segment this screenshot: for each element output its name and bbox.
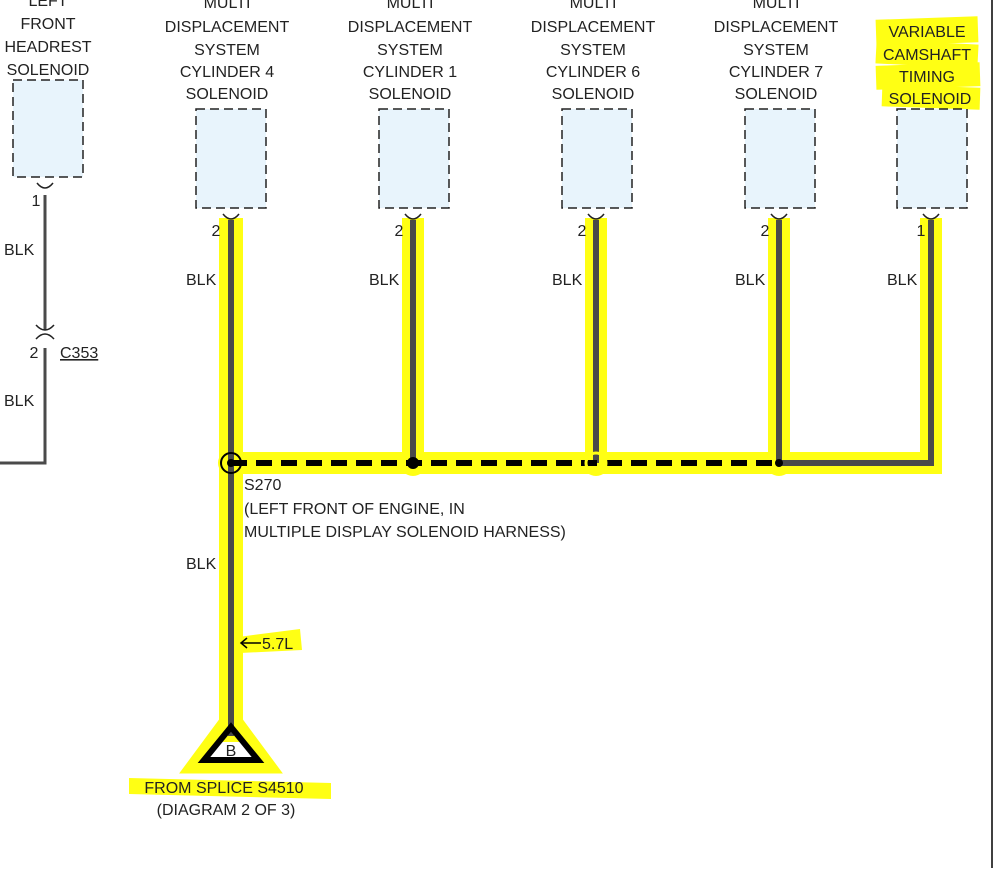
splice-dot[interactable] (227, 459, 235, 467)
highlight-drop-c5 (779, 218, 942, 474)
pin-number: 2 (578, 223, 587, 240)
component-box[interactable] (195, 108, 267, 209)
wire-color-label: BLK (186, 556, 217, 573)
pin-number: 1 (917, 223, 926, 240)
terminal-icon (770, 213, 788, 220)
component-c1[interactable]: MULTI DISPLACEMENT SYSTEM CYLINDER 4 SOL… (165, 0, 290, 289)
offpage-triangle-icon[interactable] (197, 722, 265, 763)
splice-label-line: MULTIPLE DISPLAY SOLENOID HARNESS) (244, 524, 566, 541)
component-c2[interactable]: MULTI DISPLACEMENT SYSTEM CYLINDER 1 SOL… (348, 0, 473, 289)
component-label-line: CAMSHAFT (883, 47, 971, 64)
highlight-label (875, 62, 981, 90)
component-c3[interactable]: MULTI DISPLACEMENT SYSTEM CYLINDER 6 SOL… (531, 0, 656, 289)
component-label-line: MULTI (753, 0, 800, 12)
connector-pin-number: 2 (30, 345, 39, 362)
wire-color-label: BLK (4, 242, 35, 259)
highlight-offpage-label (129, 778, 331, 799)
component-label-line: CYLINDER 6 (546, 64, 640, 81)
pin-number: 2 (395, 223, 404, 240)
component-c0[interactable]: LEFT FRONT HEADREST SOLENOID 1 BLK (4, 0, 92, 259)
component-box[interactable] (561, 108, 633, 209)
component-box[interactable] (378, 108, 450, 209)
component-label-line: VARIABLE (888, 24, 965, 41)
component-label-line: SYSTEM (194, 42, 260, 59)
connector-name[interactable]: C353 (60, 345, 98, 362)
component-label-line: MULTI (570, 0, 617, 12)
pin-number: 2 (761, 223, 770, 240)
wire-headrest-lower[interactable] (0, 348, 47, 465)
component-label-line: SYSTEM (743, 42, 809, 59)
component-label-line: SOLENOID (889, 91, 972, 108)
splice-s270-label: S270 (LEFT FRONT OF ENGINE, IN MULTIPLE … (244, 477, 566, 541)
wire-layer (0, 195, 934, 736)
component-c4[interactable]: MULTI DISPLACEMENT SYSTEM CYLINDER 7 SOL… (714, 0, 839, 289)
wire-color-label: BLK (735, 272, 766, 289)
junction-ring (584, 451, 608, 475)
component-label-line: HEADREST (4, 39, 91, 56)
offpage-letter: B (226, 743, 237, 760)
pin-number: 1 (32, 193, 41, 210)
component-label-line: SYSTEM (560, 42, 626, 59)
offpage-connector[interactable]: B FROM SPLICE S4510 (DIAGRAM 2 OF 3) (144, 722, 304, 819)
junction-dot[interactable] (407, 457, 419, 469)
connector-terminal-icon (35, 333, 55, 340)
pin-number: 2 (212, 223, 221, 240)
splice-label-line: (LEFT FRONT OF ENGINE, IN (244, 501, 465, 518)
wire-color-label: BLK (887, 272, 918, 289)
component-label-line: DISPLACEMENT (165, 19, 290, 36)
wire-color-label: BLK (552, 272, 583, 289)
highlight-label (875, 16, 979, 46)
terminal-icon (587, 213, 605, 220)
component-label-line: CYLINDER 4 (180, 64, 274, 81)
terminal-icon (222, 213, 240, 220)
offpage-label-line[interactable]: FROM SPLICE S4510 (144, 780, 303, 797)
terminal-icon (36, 182, 54, 189)
component-label-line: MULTI (204, 0, 251, 12)
component-label-line: DISPLACEMENT (531, 19, 656, 36)
terminal-icon (404, 213, 422, 220)
component-c5[interactable]: VARIABLE CAMSHAFT TIMING SOLENOID 1 BLK (883, 24, 971, 289)
component-box[interactable] (12, 79, 84, 178)
component-label-line: TIMING (899, 69, 955, 86)
component-label-line: SOLENOID (369, 86, 452, 103)
component-label-line: SOLENOID (552, 86, 635, 103)
highlight-label (875, 39, 979, 69)
component-label-line: CYLINDER 7 (729, 64, 823, 81)
offpage-label-line: (DIAGRAM 2 OF 3) (157, 802, 296, 819)
component-label-line: MULTI (387, 0, 434, 12)
component-box[interactable] (744, 108, 816, 209)
component-label-line: SOLENOID (735, 86, 818, 103)
component-label-line: CYLINDER 1 (363, 64, 457, 81)
wire-color-label: BLK (186, 272, 217, 289)
component-label-line: SOLENOID (186, 86, 269, 103)
component-label-line: SYSTEM (377, 42, 443, 59)
component-label-line: DISPLACEMENT (714, 19, 839, 36)
engine-option-marker: 5.7L (239, 636, 293, 653)
component-box[interactable] (896, 108, 968, 209)
wire-color-label: BLK (369, 272, 400, 289)
node-layer (220, 451, 783, 475)
highlight-offpage-triangle (179, 703, 283, 774)
component-label-line: DISPLACEMENT (348, 19, 473, 36)
junction-dot[interactable] (775, 459, 783, 467)
arrow-left-icon (239, 637, 248, 649)
component-label-line: LEFT (28, 0, 67, 10)
connector-terminal-icon (35, 324, 55, 331)
component-label-line: SOLENOID (7, 62, 90, 79)
highlight-option (238, 629, 302, 653)
wire-color-label: BLK (4, 393, 35, 410)
connector-c353[interactable]: 2 C353 BLK (4, 324, 98, 410)
splice-label-line[interactable]: S270 (244, 477, 281, 494)
engine-option-label: 5.7L (262, 636, 293, 653)
wire-drop-c5[interactable] (779, 220, 934, 466)
highlight-label (881, 84, 981, 110)
component-label-line: FRONT (20, 16, 75, 33)
splice-ring (220, 452, 242, 474)
terminal-icon (922, 213, 940, 220)
